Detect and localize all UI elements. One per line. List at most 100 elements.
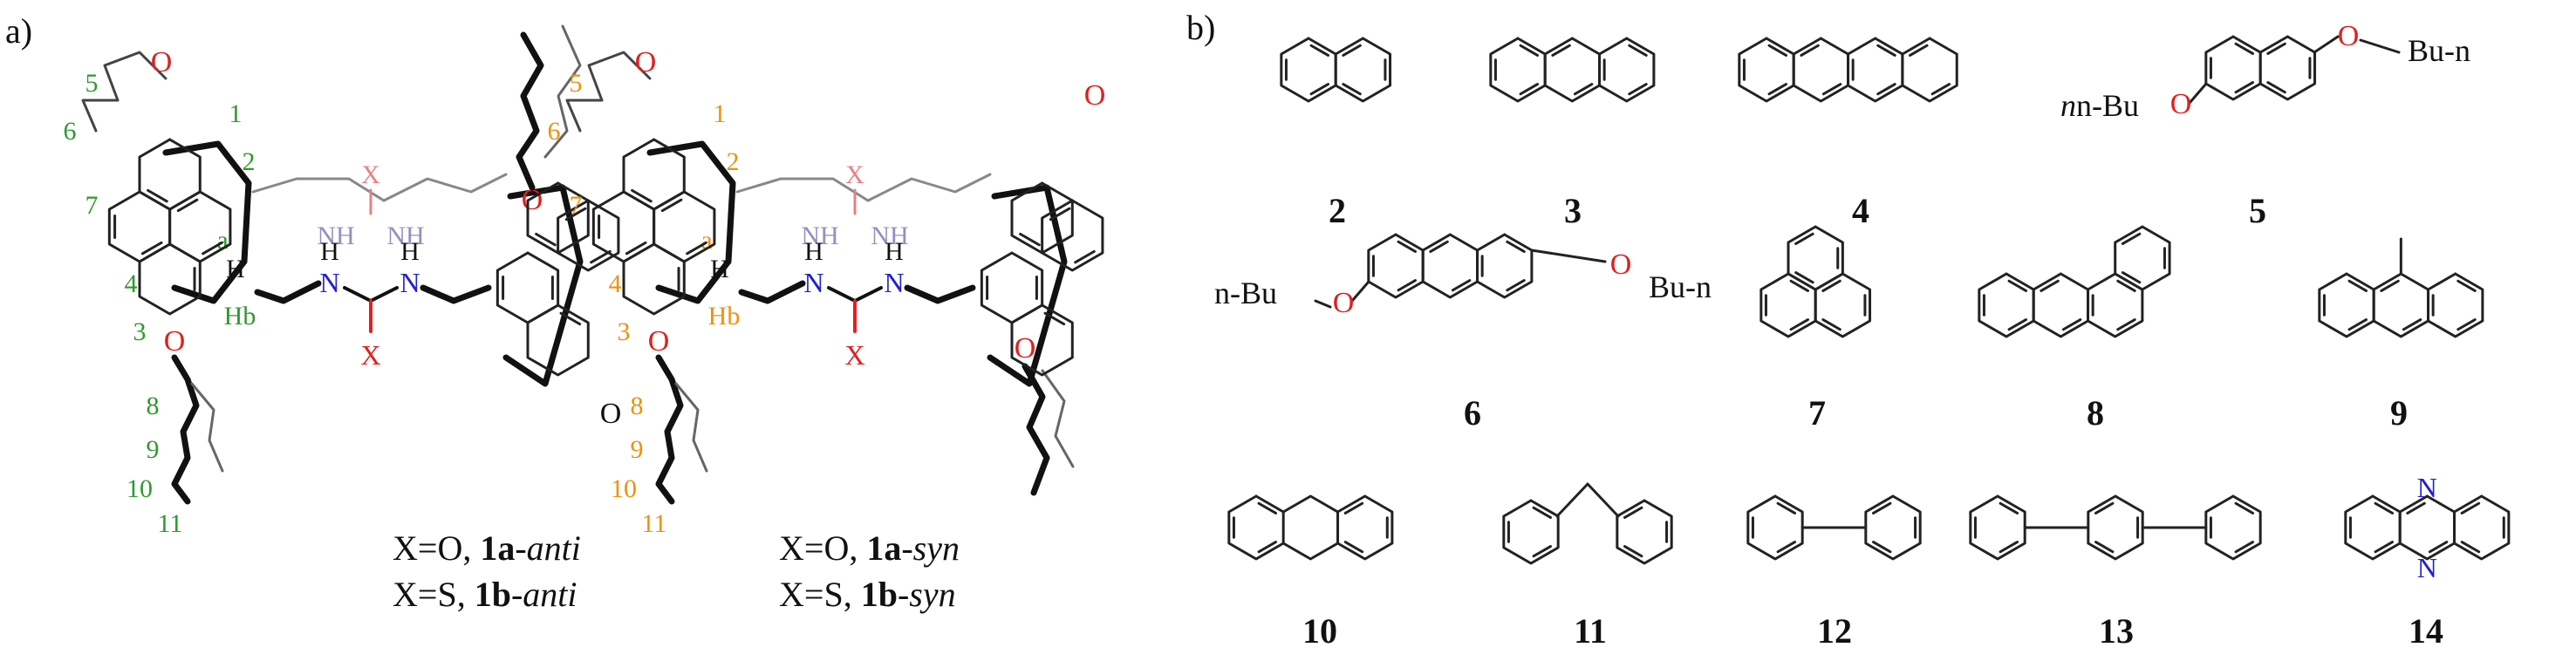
compound-number-5: 5 [2249, 191, 2266, 230]
fluorene-ring-2-double-bond [1623, 545, 1643, 558]
tetracene-ring-2-double-bond [1800, 44, 1820, 57]
syn-nitrogen-right: N [884, 267, 904, 298]
compound-5-ring-2 [2258, 35, 2317, 101]
phenanthrene-ring-2-double-bond [1821, 318, 1841, 331]
fluorene-ring-2-outline [1616, 499, 1673, 565]
tetracene-ring-1-outline [1738, 37, 1795, 103]
anti-label-4: 4 [125, 269, 138, 298]
anthracene-ring-2-outline [1543, 37, 1602, 103]
methylanthracene-ring-1-double-bond [2347, 318, 2368, 331]
methylanthracene-ring-3-double-bond [2456, 279, 2477, 292]
terphenyl-ring-1-outline [1969, 494, 2026, 561]
syn-alkyl-chain-right [1022, 363, 1050, 496]
syn-oxygen-top: O [635, 46, 657, 78]
benzanthracene-ring-1-double-bond [2007, 279, 2027, 292]
naphthalene-ring-1-double-bond [1309, 83, 1329, 96]
syn-left-ring-1 [591, 190, 656, 263]
phenanthrene-ring-3-double-bond [1794, 271, 1814, 284]
syn-right-ring-3-outline [1010, 181, 1074, 255]
compound-6-right-substituent: Bu-n [1649, 269, 1712, 304]
terphenyl-ring-1 [1969, 494, 2026, 561]
compound-6-ring-2-outline [1421, 233, 1479, 299]
tetracene-ring-4-outline [1901, 37, 1958, 103]
fluorene-ch2 [1555, 482, 1620, 518]
compound-6-oxygen-right: O [1610, 249, 1632, 281]
syn-label-11: 11 [642, 509, 667, 538]
anti-oxygen-bottom-left: O [164, 325, 186, 358]
caption-1a-anti: X=O, 1a-anti [393, 528, 581, 568]
syn-label-Hb: Hb [708, 302, 741, 330]
phenazine-ring-2-outline [2398, 494, 2456, 561]
terphenyl-ring-3-outline [2204, 494, 2262, 561]
phenazine-nitrogen-top: N [2417, 472, 2437, 503]
syn-x-top: X [845, 160, 864, 189]
syn-right-ring-4-outline [1010, 303, 1074, 377]
dihydroanthracene-ch2-bottom [1281, 542, 1340, 561]
syn-alkyl-chain-right-thin [1041, 369, 1075, 468]
compound-5-ring-1-double-bond [2234, 42, 2254, 55]
anti-right-ring-3-outline [526, 181, 590, 255]
biphenyl-ring-1-outline [1746, 494, 1804, 561]
tetracene-ring-1-double-bond [1767, 44, 1787, 57]
phenazine-ring-3 [2453, 494, 2511, 561]
anti-bold-ch2-right [420, 284, 492, 304]
biphenyl-ring-2-outline [1864, 494, 1922, 561]
syn-label-4: 4 [609, 269, 622, 298]
anti-bold-front-face [162, 140, 252, 304]
compound-6-left-substituent: n-Bu [1214, 276, 1277, 310]
anti-label-Hb: Hb [224, 302, 256, 330]
syn-oxygen-right-bottom: O [1015, 332, 1036, 365]
anthracene-ring-1-outline [1489, 37, 1547, 103]
syn-left-ring-3 [622, 138, 686, 211]
methylanthracene-ring-2-outline [2372, 272, 2430, 338]
tetracene-ring-3-double-bond [1876, 83, 1896, 96]
anti-oxygen-right-bottom: O [600, 398, 622, 430]
tetracene-ring-2-outline [1792, 37, 1850, 103]
anti-h-right: H [400, 237, 420, 266]
syn-bold-ch2-right [904, 284, 976, 304]
anti-alkyl-chain-left-thin [190, 382, 224, 473]
tetracene-ring-1 [1738, 37, 1795, 103]
compound-number-2: 2 [1329, 191, 1346, 230]
syn-gray-chain-1 [735, 177, 870, 202]
anti-left-ring-1-double-bond [140, 241, 163, 256]
anti-right-ring-4 [526, 303, 590, 377]
phenanthrene-ring-1-outline [1759, 272, 1817, 338]
naphthalene-ring-2-outline [1334, 37, 1392, 103]
dihydroanthracene-ring-1-double-bond [1257, 541, 1277, 554]
compound-6-o-bond-left [1350, 280, 1370, 303]
compound-6-ring-1-outline [1367, 233, 1425, 299]
anti-nitrogen-right: N [400, 267, 420, 298]
phenanthrene-ring-3-outline [1787, 225, 1844, 291]
tetracene-ring-4-double-bond [1909, 44, 1929, 57]
anti-alkyl-chain-left [171, 354, 200, 505]
compound-5-ring-2-double-bond [2266, 42, 2286, 55]
dihydroanthracene-ring-3 [1336, 494, 1394, 561]
benzanthracene-ring-4-double-bond [2121, 232, 2142, 245]
anti-right-ring-3-double-bond [535, 232, 557, 247]
naphthalene-ring-1 [1280, 37, 1337, 103]
anthracene-ring-1-double-bond [1519, 44, 1539, 57]
compound-6-o-bond-right [1530, 249, 1607, 263]
benzanthracene-ring-2-double-bond [2040, 279, 2060, 292]
phenazine-ring-2 [2398, 494, 2456, 561]
anti-alkyl-chain-right [516, 31, 544, 191]
benzanthracene-ring-3 [2087, 272, 2144, 338]
naphthalene-ring-2 [1334, 37, 1392, 103]
terphenyl-ring-2-double-bond [2094, 501, 2115, 514]
benzanthracene-ring-2 [2032, 272, 2090, 338]
panel-b-label: b) [1186, 8, 1216, 47]
compound-6-ring-3 [1476, 233, 1534, 299]
naphthalene-ring-2-double-bond [1342, 44, 1362, 57]
syn-crown-bridge-2 [565, 99, 604, 133]
anthracene-ring-3-double-bond [1628, 44, 1648, 57]
anti-right-ring-4-double-bond [559, 311, 582, 326]
syn-right-ring-2-double-bond [1049, 207, 1071, 221]
anti-label-5: 5 [85, 69, 99, 98]
anti-x-bottom: X [360, 339, 380, 371]
benzanthracene-ring-4 [2114, 225, 2171, 291]
syn-oxygen-bottom-left: O [648, 325, 670, 358]
naphthalene-ring-2-double-bond [1342, 83, 1362, 96]
